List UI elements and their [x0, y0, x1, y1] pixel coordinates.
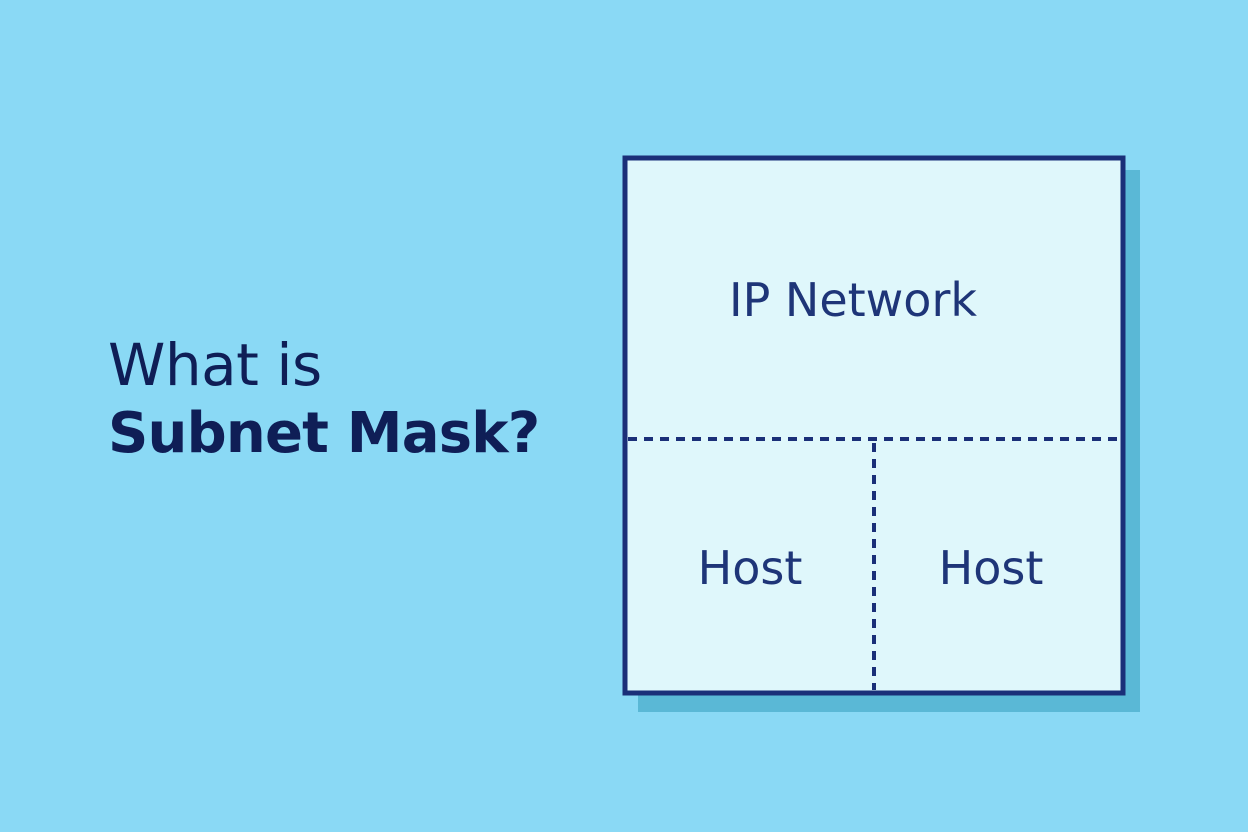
headline-line-1: What is — [108, 331, 322, 399]
host-right-label: Host — [939, 541, 1044, 595]
network-label: IP Network — [729, 273, 977, 327]
diagram-box — [622, 155, 1126, 696]
host-left-label: Host — [698, 541, 803, 595]
headline-line-2: Subnet Mask? — [108, 401, 540, 466]
headline: What is Subnet Mask? — [108, 331, 540, 466]
